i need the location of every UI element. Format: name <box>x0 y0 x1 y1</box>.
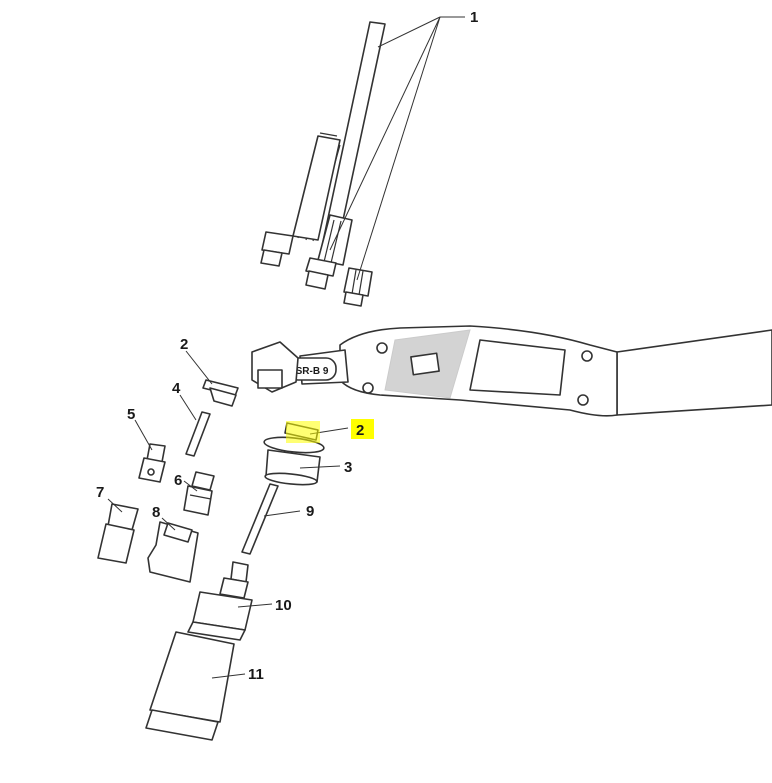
part-6-collet-body <box>183 471 215 516</box>
callout-1: 1 <box>470 9 478 26</box>
callout-6: 6 <box>174 472 182 489</box>
part-11-large-gas-nozzle <box>145 631 235 741</box>
callout-9: 9 <box>306 503 314 520</box>
part-2-heat-shield <box>202 379 239 407</box>
part-10-collet-body <box>187 561 253 641</box>
callout-8: 8 <box>152 504 160 521</box>
part-9-electrode <box>241 483 279 555</box>
part-5-collet <box>138 443 166 483</box>
callout-2-heat-shield: 2 <box>180 336 188 353</box>
part-1-short-back-cap <box>343 267 373 307</box>
part-4-electrode <box>185 411 211 457</box>
part-3-gas-lens-body <box>263 436 325 486</box>
torch-body: SR-B 9 <box>251 325 772 417</box>
callout-2-highlight <box>351 419 374 439</box>
part-7-gas-nozzle <box>97 503 139 564</box>
callout-3: 3 <box>344 459 352 476</box>
callout-7: 7 <box>96 484 104 501</box>
part-8-gas-nozzle <box>147 521 199 583</box>
part-2-highlight <box>286 421 320 443</box>
callout-2-highlighted: 2 <box>356 422 364 439</box>
callout-5: 5 <box>127 406 135 423</box>
leader-lines <box>107 16 465 679</box>
callout-11: 11 <box>248 666 264 683</box>
part-1-long-back-cap <box>260 21 386 267</box>
torch-model-label: SR-B 9 <box>296 366 329 377</box>
callout-4: 4 <box>172 380 181 397</box>
callout-10: 10 <box>275 597 292 614</box>
